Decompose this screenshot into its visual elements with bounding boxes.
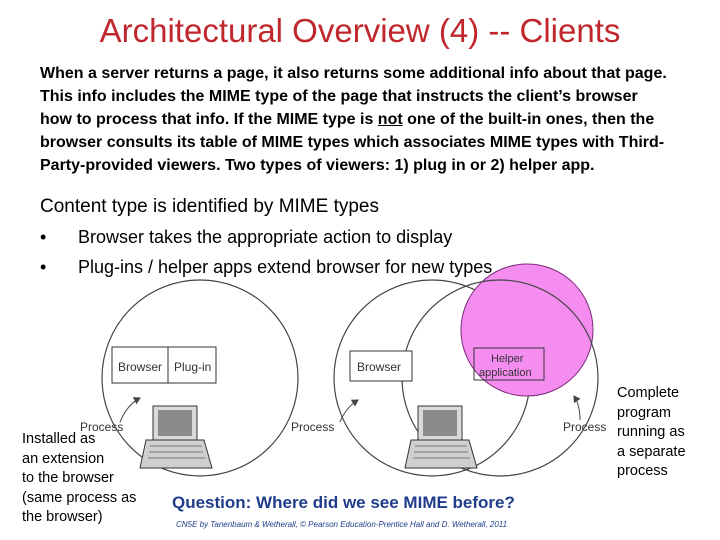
helper-label-line-2: application <box>479 367 532 379</box>
plugin-note-line: an extension <box>22 450 105 467</box>
browser-process-arrow <box>339 399 359 423</box>
plugin-note-line: to the browser <box>22 470 114 486</box>
left-process-label: Process <box>80 420 123 434</box>
browser-process-label: Process <box>291 420 334 434</box>
copyright-credit: CN5E by Tanenbaum & Wetherall, © Pearson… <box>176 520 508 529</box>
helper-app-note: Complete program running as a separate p… <box>617 384 686 482</box>
helper-highlight-circle <box>460 263 594 397</box>
left-process-circle <box>101 279 299 477</box>
bullet-item: • Plug-ins / helper apps extend browser … <box>0 257 720 281</box>
helper-label-line-1: Helper <box>491 353 524 365</box>
left-process-diagram: Browser Plug-in Process <box>80 279 299 477</box>
left-process-arrow <box>119 397 141 423</box>
right-browser-box <box>349 350 413 382</box>
left-browser-label: Browser <box>118 360 162 374</box>
helper-app-box <box>473 347 545 381</box>
helper-note-line: running as <box>617 424 685 440</box>
plugin-note-line: (same process as <box>22 489 137 506</box>
bullet-text: Browser takes the appropriate action to … <box>78 227 453 247</box>
bullet-marker: • <box>40 257 47 277</box>
right-browser-label: Browser <box>357 360 401 374</box>
plugin-note: Installed as an extension to the browser… <box>22 430 136 528</box>
bullet-marker: • <box>40 227 47 247</box>
paragraph-part-2: one of the built-in ones, then the brows… <box>40 111 665 174</box>
plugin-label: Plug-in <box>174 360 211 374</box>
helper-note-line: a separate <box>617 443 686 460</box>
helper-process-arrow <box>573 395 581 421</box>
plugin-note-line: the browser) <box>22 509 103 525</box>
browser-plugin-box <box>111 346 217 384</box>
left-laptop-icon <box>139 405 213 469</box>
intro-paragraph: When a server returns a page, it also re… <box>40 62 670 177</box>
bullet-item: • Browser takes the appropriate action t… <box>0 227 720 251</box>
paragraph-part-1: When a server returns a page, it also re… <box>40 65 667 128</box>
plugin-note-line: Installed as <box>22 431 96 447</box>
helper-note-line: process <box>617 463 668 479</box>
paragraph-underlined-not: not <box>377 111 403 128</box>
content-heading: Content type is identified by MIME types <box>40 196 379 217</box>
helper-note-line: Complete <box>617 385 680 401</box>
helper-note-line: program <box>617 404 671 421</box>
bullet-text: Plug-ins / helper apps extend browser fo… <box>78 257 493 277</box>
right-laptop-icon <box>404 405 478 469</box>
slide-title: Architectural Overview (4) -- Clients <box>99 12 621 49</box>
question-text: Question: Where did we see MIME before? <box>172 493 515 512</box>
right-process-diagram: Browser Helper application Process Proce… <box>291 263 606 477</box>
helper-process-label: Process <box>563 420 606 434</box>
